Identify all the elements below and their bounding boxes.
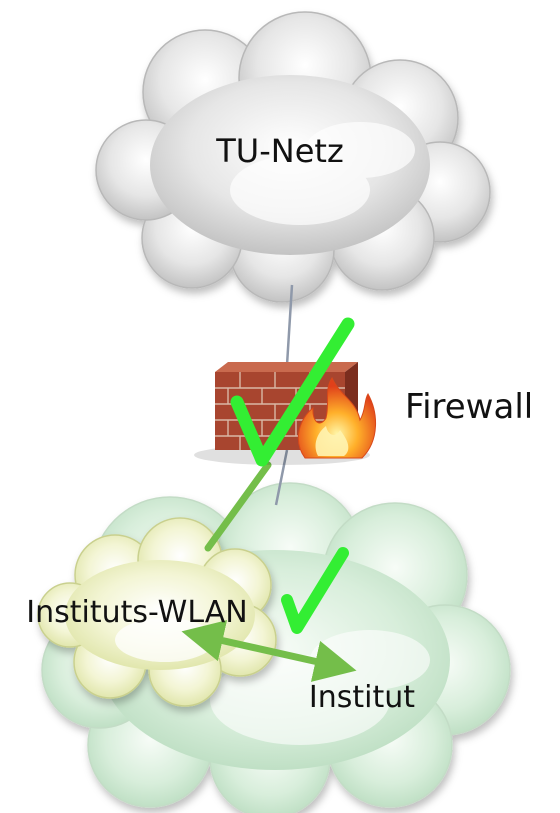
check-mark-icon xyxy=(230,317,355,467)
firewall-to-wlan-link xyxy=(204,461,272,552)
tu-to-firewall-link xyxy=(285,284,294,366)
firewall-label: Firewall xyxy=(405,387,533,427)
instituts-wlan-label: Instituts-WLAN xyxy=(26,595,247,630)
fire-icon xyxy=(297,376,377,459)
tu-netz-cloud xyxy=(95,11,491,303)
firewall-to-institut-link xyxy=(274,449,289,506)
wlan-institut-double-arrow xyxy=(181,620,357,682)
tu-netz-label: TU-Netz xyxy=(215,132,343,170)
institut-label: Institut xyxy=(309,680,415,715)
